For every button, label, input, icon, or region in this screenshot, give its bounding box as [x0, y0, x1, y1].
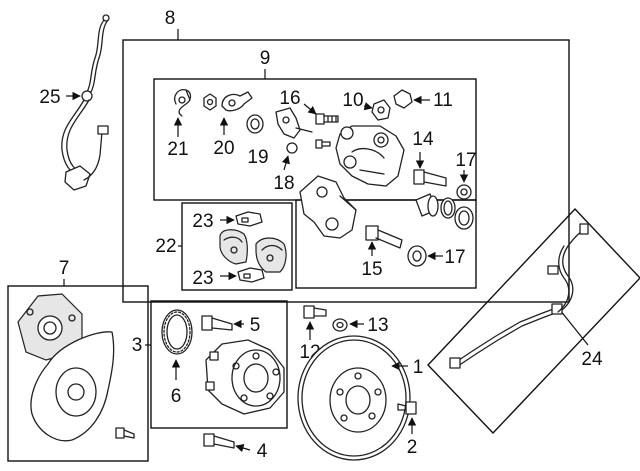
bleeder-nut	[456, 184, 472, 200]
callout-13: 13	[367, 315, 388, 336]
callout-20: 20	[213, 138, 234, 159]
pad-clip-part-23-upper	[235, 211, 263, 227]
callout-23-upper: 23	[192, 211, 213, 232]
piston-boot	[454, 206, 474, 230]
callout-1: 1	[413, 357, 424, 378]
guide-pin-boot-part-19	[246, 114, 264, 134]
washer-part-13	[332, 318, 348, 332]
callout-25: 25	[39, 87, 60, 108]
callout-9: 9	[260, 48, 271, 69]
callout-16: 16	[279, 88, 300, 109]
hub-bearing-assembly	[205, 339, 285, 415]
box-caliper-assembly-8	[122, 39, 570, 303]
callout-2: 2	[407, 437, 418, 458]
caliper-small-bolt	[315, 139, 331, 149]
caliper-piston	[415, 193, 439, 217]
guide-pin-part-14	[413, 169, 447, 187]
hub-bolt-part-5	[201, 315, 233, 331]
callout-4: 4	[257, 441, 268, 462]
box-hub-assembly-3	[150, 300, 288, 429]
guide-pin-part-15	[365, 225, 403, 249]
brake-rotor-part-1	[297, 335, 411, 461]
caliper-clip-part-21	[174, 89, 192, 117]
callout-24: 24	[581, 349, 603, 370]
bracket-clip-part-20	[221, 91, 253, 112]
callout-10: 10	[342, 90, 363, 111]
pad-clip-part-23-lower	[237, 267, 265, 283]
caliper-bracket-part-18	[275, 107, 313, 154]
brake-pad-left	[219, 229, 248, 265]
caliper-housing	[335, 125, 405, 187]
brake-hose-part-24	[449, 223, 589, 369]
callout-18: 18	[273, 173, 294, 194]
box-caliper-housing-region	[295, 199, 477, 289]
bleeder-bolt-part-16	[315, 113, 339, 125]
caliper-carrier	[299, 175, 357, 239]
callout-5: 5	[250, 315, 261, 336]
hub-mount-bolt-part-4	[203, 433, 235, 449]
caliper-nut	[203, 93, 217, 111]
callout-6: 6	[171, 386, 182, 407]
tone-ring-part-6	[161, 309, 193, 355]
callout-19: 19	[247, 147, 268, 168]
piston-seal	[440, 197, 456, 219]
brake-pad-right	[255, 237, 287, 273]
callout-23-lower: 23	[192, 268, 213, 289]
callout-3: 3	[132, 335, 143, 356]
callout-8: 8	[165, 8, 176, 29]
bleeder-cap-part-11	[393, 89, 413, 109]
callout-21: 21	[167, 139, 188, 160]
callout-11: 11	[433, 90, 453, 111]
box-brake-hose-24	[427, 207, 640, 435]
guide-pin-boot-part-17	[407, 245, 427, 267]
callout-22: 22	[155, 236, 176, 257]
callout-15: 15	[361, 259, 382, 280]
rotor-bolt-part-12	[303, 305, 327, 319]
callout-17-lower: 17	[444, 247, 465, 268]
rotor-screw-part-2	[397, 401, 417, 415]
callout-7: 7	[59, 258, 70, 279]
wheel-speed-sensor-part-25	[61, 14, 110, 191]
box-splash-shield-7	[7, 285, 149, 462]
splash-shield-part-7	[17, 293, 135, 442]
callout-14: 14	[412, 129, 434, 150]
callout-17-upper: 17	[455, 150, 476, 171]
bleeder-fitting-part-10	[371, 99, 391, 121]
